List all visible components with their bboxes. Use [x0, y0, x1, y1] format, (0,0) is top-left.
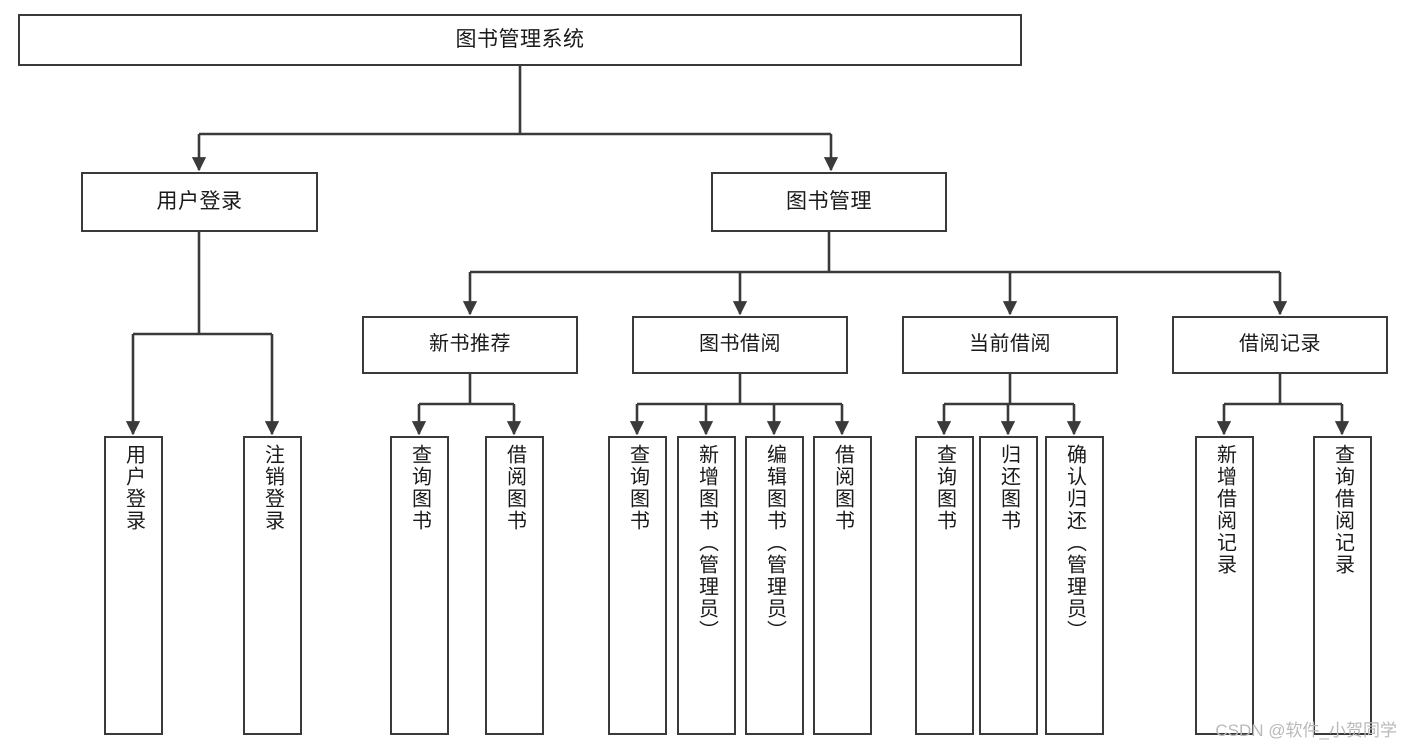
- node-leaf-label: 注销登录: [261, 444, 284, 532]
- node-new-book-recommend[interactable]: 新书推荐: [362, 316, 578, 374]
- node-leaf-label: 新增图书（管理员）: [695, 444, 718, 642]
- node-leaf-user-login-login[interactable]: 用户登录: [104, 436, 163, 735]
- node-current-borrow-label: 当前借阅: [969, 333, 1051, 356]
- node-leaf-label: 查询图书: [626, 444, 649, 532]
- node-user-login-label: 用户登录: [156, 189, 243, 213]
- node-leaf-label: 查询借阅记录: [1331, 444, 1354, 576]
- node-leaf-label: 新增借阅记录: [1213, 444, 1236, 576]
- node-leaf-new-book-query[interactable]: 查询图书: [390, 436, 449, 735]
- node-book-borrow[interactable]: 图书借阅: [632, 316, 848, 374]
- node-borrow-record[interactable]: 借阅记录: [1172, 316, 1388, 374]
- node-borrow-record-label: 借阅记录: [1239, 333, 1321, 356]
- node-book-management-label: 图书管理: [786, 189, 872, 213]
- node-new-book-recommend-label: 新书推荐: [429, 333, 511, 356]
- node-user-login[interactable]: 用户登录: [81, 172, 318, 232]
- node-leaf-borrow-record-query[interactable]: 查询借阅记录: [1313, 436, 1372, 735]
- node-leaf-label: 借阅图书: [503, 444, 526, 532]
- node-leaf-current-borrow-confirm-return[interactable]: 确认归还（管理员）: [1045, 436, 1104, 735]
- node-book-borrow-label: 图书借阅: [699, 333, 781, 356]
- node-leaf-book-borrow-add[interactable]: 新增图书（管理员）: [677, 436, 736, 735]
- node-leaf-label: 归还图书: [997, 444, 1020, 532]
- node-leaf-label: 确认归还（管理员）: [1063, 444, 1086, 642]
- node-leaf-book-borrow-edit[interactable]: 编辑图书（管理员）: [745, 436, 804, 735]
- node-leaf-label: 借阅图书: [831, 444, 854, 532]
- node-leaf-label: 编辑图书（管理员）: [763, 444, 786, 642]
- node-leaf-current-borrow-query[interactable]: 查询图书: [915, 436, 974, 735]
- node-leaf-book-borrow-query[interactable]: 查询图书: [608, 436, 667, 735]
- node-leaf-current-borrow-return[interactable]: 归还图书: [979, 436, 1038, 735]
- node-root-book-management-system[interactable]: 图书管理系统: [18, 14, 1022, 66]
- node-book-management[interactable]: 图书管理: [711, 172, 947, 232]
- node-leaf-borrow-record-add[interactable]: 新增借阅记录: [1195, 436, 1254, 735]
- node-leaf-user-login-logout[interactable]: 注销登录: [243, 436, 302, 735]
- node-leaf-book-borrow-borrow[interactable]: 借阅图书: [813, 436, 872, 735]
- node-leaf-new-book-borrow[interactable]: 借阅图书: [485, 436, 544, 735]
- node-root-label: 图书管理系统: [455, 27, 585, 51]
- node-current-borrow[interactable]: 当前借阅: [902, 316, 1118, 374]
- watermark-text: CSDN @软件_小贺同学: [1215, 721, 1397, 740]
- node-leaf-label: 查询图书: [933, 444, 956, 532]
- node-leaf-label: 查询图书: [408, 444, 431, 532]
- node-leaf-label: 用户登录: [122, 444, 145, 532]
